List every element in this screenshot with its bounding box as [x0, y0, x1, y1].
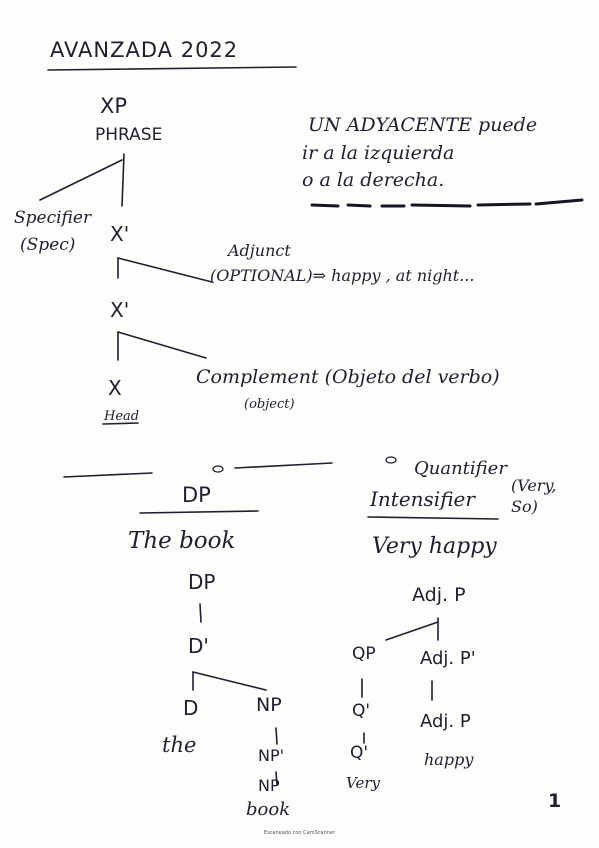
intensifier-examples: (Very, So)	[511, 476, 557, 516]
head-x-label: X	[108, 376, 122, 400]
note-line-1: UN ADYACENTE puede	[308, 114, 538, 136]
the-label: the	[162, 733, 197, 757]
page-title: AVANZADA 2022	[50, 38, 239, 62]
dp-example: The book	[128, 528, 236, 554]
note-line-2: ir a la izquierda	[302, 142, 455, 164]
dp-root: DP	[188, 570, 216, 594]
dbar-label: D'	[188, 634, 209, 658]
complement-sub-label: (object)	[244, 397, 295, 412]
xp-label: XP	[100, 94, 128, 118]
qbar-label: Q'	[352, 701, 371, 721]
q-label: Q'	[350, 743, 369, 763]
quantifier-label: Quantifier	[414, 458, 507, 479]
head-label: Head	[104, 409, 140, 424]
dp-header: DP	[182, 483, 211, 507]
complement-label: Complement (Objeto del verbo)	[196, 366, 500, 388]
page-number: 1	[548, 790, 562, 812]
adjunct-label: Adjunct	[228, 241, 291, 260]
adjp-low-label: Adj. P	[420, 711, 471, 732]
qp-label: QP	[352, 644, 376, 664]
adjp-root: Adj. P	[412, 584, 466, 606]
d-label: D	[183, 696, 199, 720]
book-label: book	[246, 799, 291, 820]
specifier-label: Specifier	[14, 208, 92, 228]
scanner-footer: Escaneado con CamScanner	[263, 830, 336, 836]
adjunct-optional-label: (OPTIONAL)⇒ happy , at night...	[210, 266, 475, 285]
happy-label: happy	[424, 750, 474, 769]
note-line-3: o a la derecha.	[302, 169, 445, 191]
intensifier-label: Intensifier	[370, 487, 475, 511]
xbar-1-label: X'	[110, 222, 130, 246]
very-label: Very	[346, 774, 380, 792]
spec-label: (Spec)	[20, 235, 76, 255]
phrase-label: PHRASE	[95, 125, 163, 145]
adjp-example: Very happy	[372, 534, 497, 559]
np-label: NP	[256, 694, 282, 716]
npbar-label: NP'	[258, 746, 285, 765]
adjbar-label: Adj. P'	[420, 648, 476, 669]
np-low-label: NP	[258, 776, 280, 795]
xbar-2-label: X'	[110, 298, 130, 322]
